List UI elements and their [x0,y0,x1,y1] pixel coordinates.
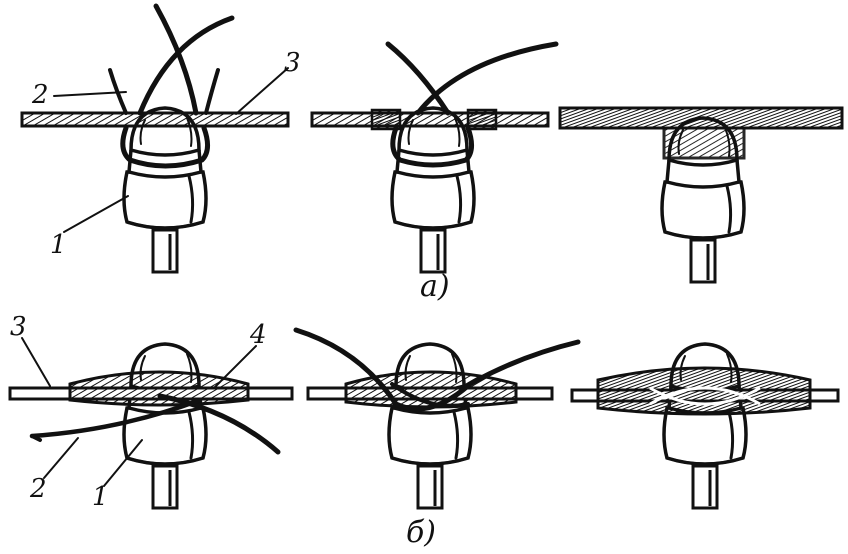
stage-a3 [558,106,844,284]
callout-b-conductor: 3 [10,312,27,342]
leader-lines [21,67,289,487]
callout-b-tie-wire: 2 [30,474,47,504]
caption-row-b: б) [406,515,437,550]
stage-a2 [310,41,559,274]
stage-b1 [8,342,294,510]
stage-a1 [20,3,290,274]
stage-b3 [570,342,840,510]
caption-row-a: a) [420,269,450,304]
callout-a-conductor: 3 [284,48,301,78]
callout-b-insulator: 1 [92,482,109,512]
callout-a-insulator: 1 [50,230,67,260]
callout-a-tie-wire: 2 [32,80,49,110]
callout-b-wrap: 4 [250,320,267,350]
stage-b2 [293,327,581,510]
